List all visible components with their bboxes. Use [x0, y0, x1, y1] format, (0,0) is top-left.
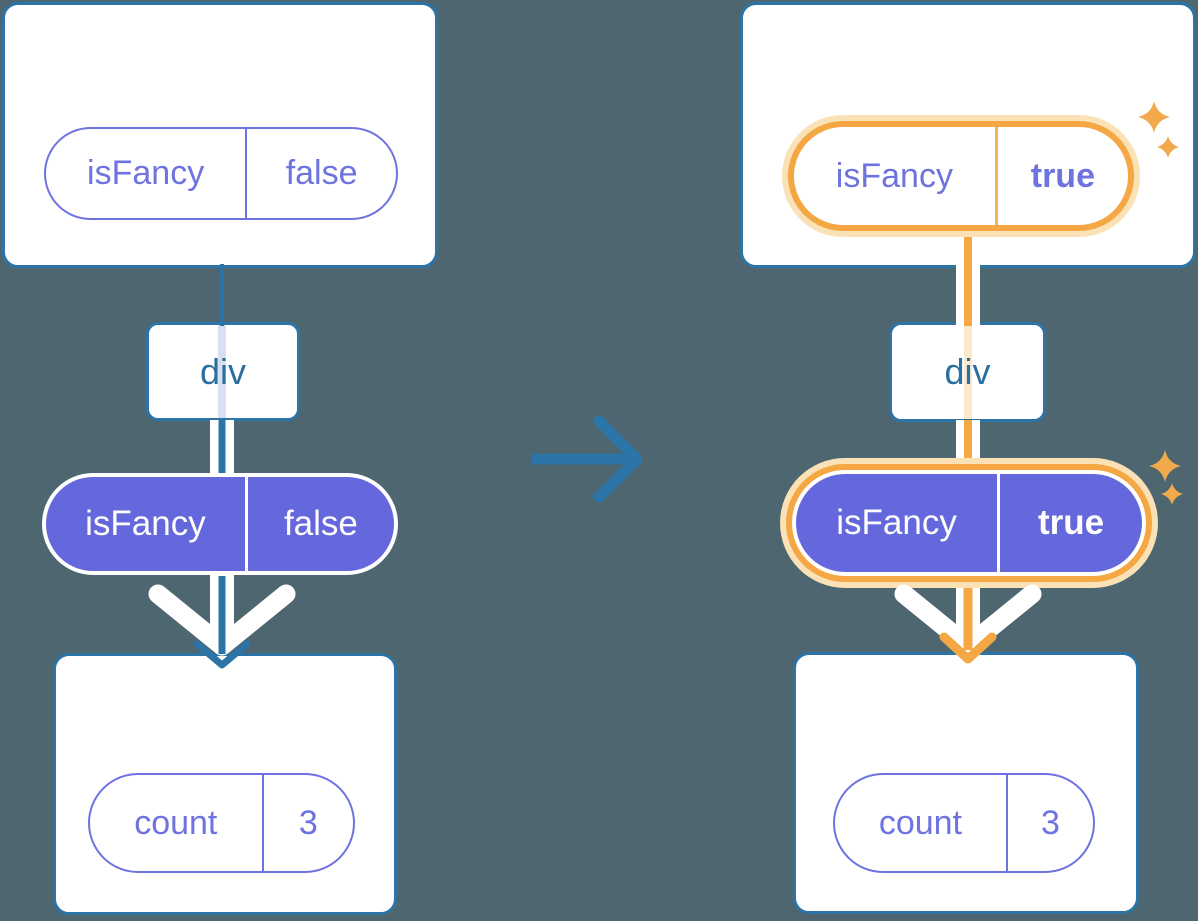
right-app-prop-name: isFancy	[794, 127, 998, 225]
left-counter-state-pill: count 3	[88, 773, 355, 873]
right-context-name: isFancy	[796, 474, 1001, 572]
right-div-label: div	[944, 351, 991, 392]
left-div-box: div	[146, 322, 300, 421]
right-counter-state-name: count	[835, 775, 1008, 871]
left-counter-state-name: count	[90, 775, 264, 871]
left-app-prop-pill: isFancy false	[44, 127, 398, 220]
left-div-pill-band	[210, 420, 234, 478]
left-app-prop-value: false	[285, 154, 358, 192]
right-counter-state-pill: count 3	[833, 773, 1095, 873]
left-context-name: isFancy	[46, 477, 248, 571]
right-app-prop-pill-highlighted: isFancy true	[788, 121, 1134, 231]
right-app-prop-value: true	[1030, 156, 1095, 195]
left-pill-counter-band	[210, 572, 234, 648]
right-counter-state-value: 3	[1040, 803, 1060, 842]
right-pill-counter-band	[956, 584, 980, 648]
right-white-chevron	[894, 584, 1042, 656]
right-div-box: div	[889, 322, 1046, 422]
sparkle-icon	[1149, 450, 1183, 505]
right-app-div-band	[956, 264, 980, 326]
left-context-value: false	[283, 504, 358, 543]
right-context-pill-highlighted: isFancy true	[792, 470, 1146, 576]
left-context-pill: isFancy false	[42, 473, 398, 575]
left-div-label: div	[199, 350, 247, 392]
right-div-flow-line	[964, 325, 972, 419]
right-context-value: true	[1038, 503, 1105, 542]
left-white-chevron	[148, 584, 296, 656]
arrow-right-icon	[530, 415, 643, 503]
left-div-flow-line	[218, 325, 226, 418]
left-app-prop-name: isFancy	[46, 129, 248, 218]
left-counter-state-value: 3	[298, 803, 318, 842]
